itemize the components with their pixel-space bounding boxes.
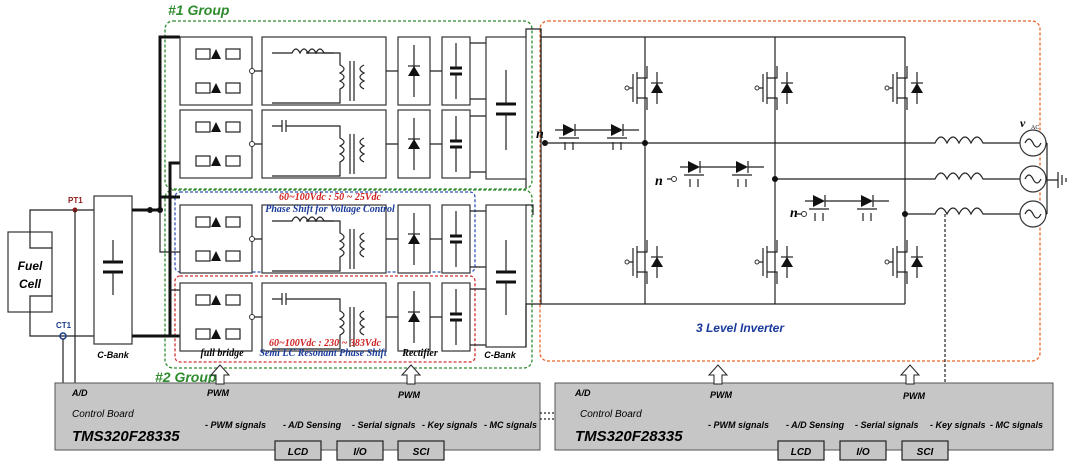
control-board-2 bbox=[554, 382, 1054, 451]
inverter-top-switch-1 bbox=[624, 66, 663, 110]
clamp-diodes-2 bbox=[680, 161, 764, 187]
pwm-arrow-icon bbox=[400, 364, 422, 385]
inverter-top-switch-3 bbox=[884, 66, 923, 110]
inv-n-label-2: n bbox=[655, 174, 663, 189]
resonant-label: Semi LC Resonant Phase Shift bbox=[259, 348, 387, 359]
inverter-label: 3 Level Inverter bbox=[696, 321, 785, 335]
vac-subscript: AC bbox=[1031, 125, 1039, 131]
fuel-cell-label-2: Cell bbox=[19, 277, 42, 291]
cb2-signal-ad: - A/D Sensing bbox=[786, 420, 845, 430]
output-phase-3 bbox=[902, 200, 1047, 228]
resonant-tank-block bbox=[261, 282, 387, 352]
phase-shift-control-label: Phase Shift for Voltage Control bbox=[265, 204, 395, 215]
resonant-tank-block bbox=[261, 36, 387, 106]
neutral-n-label: n bbox=[536, 127, 544, 142]
resonant-tank-block bbox=[261, 109, 387, 179]
cb1-ad-label: A/D bbox=[71, 388, 88, 398]
svg-text:I/O: I/O bbox=[353, 447, 367, 458]
cb1-io-button[interactable]: I/O bbox=[336, 440, 384, 461]
inverter-bottom-switch-3 bbox=[884, 240, 923, 284]
cb2-io-button[interactable]: I/O bbox=[839, 440, 887, 461]
input-c-bank-label: C-Bank bbox=[97, 350, 129, 360]
svg-text:SCI: SCI bbox=[917, 447, 934, 458]
full-bridge-block bbox=[179, 282, 253, 352]
inverter-outline bbox=[539, 20, 1041, 362]
cb2-chip: TMS320F28335 bbox=[575, 428, 683, 445]
dc-dc-channel-1 bbox=[179, 36, 486, 106]
cb1-signal-ad: - A/D Sensing bbox=[283, 420, 342, 430]
pwm-arrow-icon bbox=[707, 364, 729, 385]
full-bridge-block bbox=[179, 36, 253, 106]
group-1-outline bbox=[164, 20, 533, 190]
resonant-voltage-label: 60~100Vdc : 230 ~ 383Vdc bbox=[269, 338, 382, 349]
dc-dc-channels bbox=[179, 36, 486, 352]
group-1-label: #1 Group bbox=[168, 2, 230, 18]
cb2-title: Control Board bbox=[580, 409, 642, 420]
cb1-title: Control Board bbox=[72, 409, 134, 420]
svg-text:SCI: SCI bbox=[413, 447, 430, 458]
input-c-bank bbox=[93, 195, 133, 345]
group-2-outline bbox=[164, 189, 533, 369]
dc-dc-channel-3 bbox=[179, 204, 486, 274]
cb1-lcd-button[interactable]: LCD bbox=[274, 440, 322, 461]
inverter-bottom-switch-1 bbox=[624, 240, 663, 284]
cb2-signal-serial: - Serial signals bbox=[855, 420, 919, 430]
cb2-signal-mc: - MC signals bbox=[990, 420, 1043, 430]
cb1-signal-serial: - Serial signals bbox=[352, 420, 416, 430]
pwm-arrow-icon bbox=[209, 364, 231, 385]
svg-text:LCD: LCD bbox=[791, 447, 812, 458]
cb1-signal-key: - Key signals bbox=[422, 420, 478, 430]
inv-n-label-3: n bbox=[790, 206, 798, 221]
ct1-label: CT1 bbox=[56, 321, 72, 330]
rectifier-label: Rectifier bbox=[401, 348, 438, 359]
full-bridge-block bbox=[179, 204, 253, 274]
inverter-bottom-switch-2 bbox=[754, 240, 793, 284]
fuel-cell-label-1: Fuel bbox=[18, 259, 43, 273]
control-board-1 bbox=[54, 382, 541, 451]
cb1-chip: TMS320F28335 bbox=[72, 428, 180, 445]
group-2-c-bank bbox=[485, 204, 527, 348]
cb2-lcd-button[interactable]: LCD bbox=[777, 440, 825, 461]
cb2-pwm-label-1: PWM bbox=[710, 390, 732, 400]
cb1-sci-button[interactable]: SCI bbox=[397, 440, 445, 461]
clamp-diodes-3 bbox=[805, 195, 889, 221]
clamp-diodes-1 bbox=[555, 124, 639, 150]
cb1-pwm-label-2: PWM bbox=[398, 390, 420, 400]
dc-dc-channel-2 bbox=[179, 109, 486, 179]
pwm-arrow-icon bbox=[899, 364, 921, 385]
group-1-c-bank bbox=[485, 36, 527, 180]
phase-shift-voltage-1: 60~100Vdc : 50 ~ 25Vdc bbox=[279, 192, 382, 203]
full-bridge-block bbox=[179, 109, 253, 179]
cb2-signal-pwm: - PWM signals bbox=[708, 420, 769, 430]
full-bridge-label: full bridge bbox=[200, 348, 244, 359]
inverter-top-switch-2 bbox=[754, 66, 793, 110]
cb2-ad-label: A/D bbox=[574, 388, 591, 398]
cb2-sci-button[interactable]: SCI bbox=[901, 440, 949, 461]
output-phase-1 bbox=[642, 129, 1047, 157]
vac-label: v bbox=[1020, 116, 1026, 130]
cb1-signal-mc: - MC signals bbox=[484, 420, 537, 430]
group-2-label: #2 Group bbox=[155, 369, 217, 385]
inverter-switches bbox=[555, 66, 923, 284]
output-phase-2 bbox=[772, 165, 1047, 193]
resonant-outline bbox=[174, 275, 476, 363]
cb2-signal-key: - Key signals bbox=[930, 420, 986, 430]
cb2-pwm-label-2: PWM bbox=[903, 391, 925, 401]
cb1-signal-pwm: - PWM signals bbox=[205, 420, 266, 430]
pt1-label: PT1 bbox=[68, 196, 83, 205]
svg-text:I/O: I/O bbox=[856, 447, 870, 458]
output-filters bbox=[642, 129, 1047, 228]
dc-dc-channel-4 bbox=[179, 282, 486, 352]
svg-text:LCD: LCD bbox=[288, 447, 309, 458]
resonant-tank-block bbox=[261, 204, 387, 274]
output-c-bank-label: C-Bank bbox=[484, 350, 516, 360]
cb1-pwm-label-1: PWM bbox=[207, 388, 229, 398]
